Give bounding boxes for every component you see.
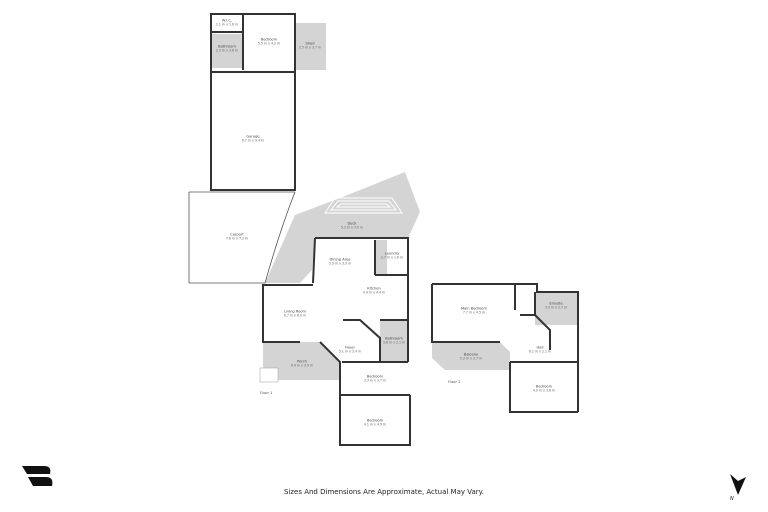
room-name: Kitchen xyxy=(367,286,381,291)
laundry-area xyxy=(375,240,387,275)
balcony-area xyxy=(432,342,510,370)
room-name: Carport xyxy=(230,232,244,237)
outdoor-areas xyxy=(212,23,578,380)
brand-logo-icon xyxy=(22,466,53,486)
room-name: Deck xyxy=(347,221,357,226)
room-dimensions: 4.9 m x 3.8 m xyxy=(532,389,556,393)
room-dimensions: 7.7 m x 4.5 m xyxy=(462,311,486,315)
disclaimer-text: Sizes And Dimensions Are Approximate, Ac… xyxy=(283,488,485,496)
floor-1-label: Floor 1 xyxy=(260,391,273,395)
room-name: Bathroom xyxy=(218,44,236,49)
ensuite-area xyxy=(535,292,578,325)
walls xyxy=(210,13,579,446)
room-dimensions: 2.5 m x 3.7 m xyxy=(298,46,322,50)
room-name: Shed xyxy=(305,41,315,46)
room-name: Living Room xyxy=(283,309,307,314)
room-name: Bedroom xyxy=(260,37,278,42)
room-name: Ensuite xyxy=(549,301,563,306)
room-dimensions: 7.6 m x 7.2 m xyxy=(225,237,249,241)
bathroom-floor1-area xyxy=(380,320,408,362)
outline-walls xyxy=(188,191,296,284)
room-label: W.I.C.2.1 m x 1.6 m xyxy=(216,19,238,28)
room-name: Bedroom xyxy=(366,418,384,423)
room-dimensions: 5.3 m x 3.7 m xyxy=(459,357,483,361)
room-dimensions: 2.1 m x 1.6 m xyxy=(215,23,239,27)
room-name: Balcony xyxy=(463,352,479,357)
room-dimensions: 9.4 m x 3.9 m xyxy=(290,364,314,368)
room-name: Garage xyxy=(246,134,260,139)
room-name: Hall xyxy=(536,345,544,350)
porch-steps xyxy=(259,367,279,383)
room-name: Foyer xyxy=(345,345,355,350)
room-dimensions: 5.5 m x 4.2 m xyxy=(257,42,281,46)
pool-steps xyxy=(324,197,403,214)
room-dimensions: 6.1 m x 2.1 m xyxy=(528,350,552,354)
room-name: Bedroom xyxy=(535,384,553,389)
floor-2-label: Floor 2 xyxy=(448,380,461,384)
room-dimensions: 5.3 m x 3.0 m xyxy=(340,226,364,230)
room-dimensions: 4.9 m x 4.4 m xyxy=(362,291,386,295)
room-dimensions: 3.9 m x 3.9 m xyxy=(328,262,352,266)
room-dimensions: 3.6 m x 2.1 m xyxy=(382,341,406,345)
bathroom-annex-area xyxy=(212,34,242,68)
north-label: N xyxy=(730,496,734,502)
room-dimensions: 3.0 m x 2.7 m xyxy=(544,306,568,310)
room-dimensions: 6.7 m x 9.4 m xyxy=(241,139,265,143)
porch-area xyxy=(263,342,340,380)
north-arrow-icon xyxy=(730,474,746,495)
room-name: Bathroom xyxy=(385,336,403,341)
room-name: Laundry xyxy=(384,251,400,256)
room-dimensions: 2.3 m x 3.8 m xyxy=(215,49,239,53)
deck-area xyxy=(265,172,420,283)
room-dimensions: 3.3 m x 3.7 m xyxy=(363,379,387,383)
room-dimensions: 6.7 m x 6.0 m xyxy=(283,314,307,318)
room-name: Dining Area xyxy=(329,257,351,262)
room-name: Bedroom xyxy=(366,374,384,379)
room-name: W.I.C. xyxy=(221,18,233,23)
room-name: Porch xyxy=(297,359,307,364)
room-dimensions: 2.7 m x 1.6 m xyxy=(380,256,404,260)
room-name: Main Bedroom xyxy=(461,306,487,311)
room-dimensions: 5.1 m x 3.4 m xyxy=(338,350,362,354)
shed-area xyxy=(295,23,326,70)
room-dimensions: 4.1 m x 4.9 m xyxy=(363,423,387,427)
